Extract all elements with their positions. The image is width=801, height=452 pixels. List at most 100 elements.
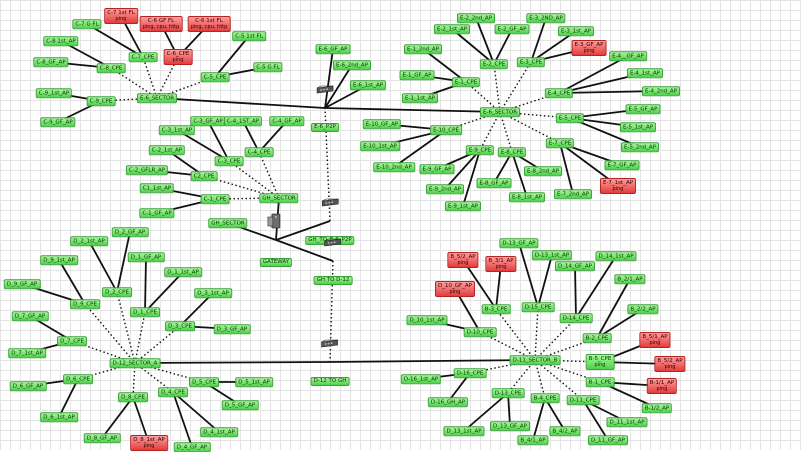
map-node-e52nd[interactable]: E-5_2nd_AP bbox=[620, 142, 660, 152]
map-node-b4cpe[interactable]: B-4_CPE bbox=[530, 393, 560, 403]
map-node-c9cpe[interactable]: C-9_CPE bbox=[86, 96, 116, 106]
map-node-e92nd[interactable]: E-9_2nd_AP bbox=[425, 184, 465, 194]
map-node-e41st[interactable]: E-4_1st_AP bbox=[626, 68, 664, 78]
map-node-d5cpe[interactable]: D_5_CPE bbox=[189, 377, 219, 387]
map-node-e1cpe[interactable]: E-1_CPE bbox=[451, 77, 481, 87]
map-node-b1cpe[interactable]: B-1_CPE bbox=[585, 377, 615, 387]
map-node-d2cpe[interactable]: D_2_CPE bbox=[102, 287, 132, 297]
map-node-d2gf[interactable]: D_2_GF_AP bbox=[111, 227, 149, 237]
map-node-c91ap[interactable]: C-9_1st_AP bbox=[35, 88, 73, 98]
map-node-d31st[interactable]: D_3_1st_AP bbox=[194, 288, 232, 298]
map-node-d9gf[interactable]: D_9_GF_AP bbox=[3, 279, 41, 289]
map-node-e62ndap[interactable]: E-6_2nd_AP bbox=[332, 60, 372, 70]
map-node-e61stap[interactable]: E-6_1st_AP bbox=[349, 80, 387, 90]
map-node-d16cpe[interactable]: D-16_CPE bbox=[453, 368, 487, 378]
map-node-e6sector2[interactable]: E-6_SECTOR bbox=[479, 107, 521, 117]
map-node-b2cpe[interactable]: B-2_CPE bbox=[582, 333, 612, 343]
map-device-ghtod12[interactable]: GH TO D-12 bbox=[313, 237, 353, 285]
map-node-d11sector[interactable]: D-11_SECTOR_B bbox=[509, 355, 561, 365]
map-node-c8gfap[interactable]: C-8_GF_AP bbox=[33, 57, 69, 67]
map-node-b41ap[interactable]: B_4/1_AP bbox=[517, 435, 549, 445]
map-node-d9cpe[interactable]: D_9_CPE bbox=[70, 299, 100, 309]
map-node-d41st[interactable]: D_4_1st_AP bbox=[200, 427, 238, 437]
map-device-gateway[interactable]: GATEWAY bbox=[259, 213, 293, 267]
map-node-b12ap[interactable]: B-1/2_AP bbox=[641, 403, 673, 413]
map-node-e22nd[interactable]: E-2_2nd_AP bbox=[456, 13, 496, 23]
map-node-d6cpe[interactable]: D_6_CPE bbox=[63, 374, 93, 384]
map-node-c5gfl[interactable]: C-5 G FL bbox=[253, 62, 283, 72]
map-node-d14gf[interactable]: D_14_GF_AP bbox=[555, 261, 595, 271]
map-node-c21ap[interactable]: C-2_1st_AP bbox=[148, 145, 186, 155]
map-node-d14cpe[interactable]: D-14_CPE bbox=[559, 313, 593, 323]
map-node-b3cpe[interactable]: B-3_CPE bbox=[481, 304, 511, 314]
map-node-e31st[interactable]: E-3_1st_AP bbox=[557, 26, 595, 36]
map-node-e51st[interactable]: E-5_1st_AP bbox=[619, 122, 657, 132]
map-node-e101st[interactable]: E-10_1st_AP bbox=[360, 141, 400, 151]
map-node-e1gf[interactable]: E-1_GF_AP bbox=[399, 70, 435, 80]
map-node-d13cpe[interactable]: D-13_CPE bbox=[491, 388, 525, 398]
map-node-c41st[interactable]: C-4_1ST_AP bbox=[223, 116, 263, 126]
map-node-b22ap[interactable]: B_2/2_AP bbox=[627, 304, 659, 314]
map-node-e6gfap[interactable]: E-6_GF_AP bbox=[315, 44, 351, 54]
map-node-c3cpe[interactable]: C-3_CPE bbox=[214, 156, 244, 166]
map-node-c11ap[interactable]: C1_1st_AP bbox=[139, 183, 175, 193]
map-node-e3cpe[interactable]: E-3_CPE bbox=[516, 57, 546, 67]
map-node-e32nd[interactable]: E-3_2ND_AP bbox=[526, 13, 566, 23]
map-node-ghsector2[interactable]: GH_SECTOR bbox=[208, 218, 248, 228]
map-node-d111st[interactable]: D_11_1st_AP bbox=[606, 417, 648, 427]
map-node-d131stb[interactable]: D_13_1st_AP bbox=[443, 426, 485, 436]
map-node-d15cpe[interactable]: D-15_CPE bbox=[521, 302, 555, 312]
map-node-c8cpe[interactable]: C-8_CPE bbox=[96, 63, 126, 73]
map-node-c4gfap[interactable]: C-4_GF_AP bbox=[269, 116, 305, 126]
map-node-d1gf[interactable]: D_1_GF_AP bbox=[127, 252, 165, 262]
map-node-c7gfl[interactable]: C-7 G FL bbox=[72, 19, 102, 29]
map-node-c4cpe[interactable]: C-4_CPE bbox=[244, 147, 274, 157]
map-node-c7cpe[interactable]: C-7_CPE bbox=[128, 52, 158, 62]
map-node-e9cpe[interactable]: E-9_CPE bbox=[465, 145, 495, 155]
map-node-e12nd[interactable]: E-1_2nd_AP bbox=[403, 44, 443, 54]
map-node-e5gf[interactable]: E-5_GF_AP bbox=[625, 104, 661, 114]
map-node-ghsector[interactable]: GH_SECTOR bbox=[259, 193, 299, 203]
map-node-d8cpe[interactable]: D_8_CPE bbox=[118, 392, 148, 402]
map-node-d11gf[interactable]: D_11_GF_AP bbox=[588, 435, 628, 445]
map-node-e5cpe[interactable]: E-5_CPE bbox=[555, 113, 585, 123]
map-node-e10cpe[interactable]: E-10_CPE bbox=[430, 125, 462, 135]
map-node-d7cpe[interactable]: D_7_CPE bbox=[57, 336, 87, 346]
map-node-e102nd[interactable]: E-10_2nd_AP bbox=[373, 162, 415, 172]
map-node-d1cpe[interactable]: D_1_CPE bbox=[130, 307, 160, 317]
map-device-e6ptp[interactable]: E-6_P2P bbox=[311, 84, 339, 132]
map-node-e10gf[interactable]: E-10_GF_AP bbox=[362, 119, 402, 129]
map-node-d4cpe[interactable]: D_4_CPE bbox=[158, 387, 188, 397]
map-node-d51st[interactable]: D_5_1st_AP bbox=[235, 377, 273, 387]
map-node-d10cpe[interactable]: D-10_CPE bbox=[463, 327, 497, 337]
map-node-c31ap[interactable]: C-3_1st_AP bbox=[158, 125, 196, 135]
map-node-e2cpe[interactable]: E-2_CPE bbox=[479, 59, 509, 69]
map-node-c51fl[interactable]: C-5 1st FL bbox=[232, 31, 266, 41]
map-node-e11st[interactable]: E-1_1st_AP bbox=[401, 93, 439, 103]
map-node-d101st[interactable]: D_10_1st_AP bbox=[406, 315, 448, 325]
map-node-d8gf[interactable]: D_8_GF_AP bbox=[83, 433, 121, 443]
map-node-d5gf[interactable]: D_5_GF_AP bbox=[221, 400, 259, 410]
map-node-e21st[interactable]: E-2_1st_AP bbox=[433, 24, 471, 34]
map-node-c1cpe[interactable]: C-1_CPE bbox=[200, 194, 230, 204]
map-node-d16gh[interactable]: D-16_GH_AP bbox=[427, 397, 469, 407]
map-node-d131st[interactable]: D-13_1st_AP bbox=[531, 250, 573, 260]
map-node-e8gf[interactable]: E-8_GF_AP bbox=[476, 178, 512, 188]
map-node-c1gfap[interactable]: C-1_GF_AP bbox=[139, 208, 175, 218]
map-node-e7cpe[interactable]: E-7_CPE bbox=[545, 138, 575, 148]
map-node-e91st[interactable]: E-9_1st_AP bbox=[444, 201, 482, 211]
map-node-d11cpe[interactable]: D-11_CPE bbox=[566, 395, 600, 405]
map-node-c2cpe[interactable]: C2_CPE bbox=[190, 171, 218, 181]
map-device-d12togh[interactable]: D-12 TO GH bbox=[310, 338, 350, 386]
map-node-e72nd[interactable]: E-7_2nd_AP bbox=[553, 189, 593, 199]
map-node-d22nd[interactable]: D_2_1st_AP bbox=[70, 236, 108, 246]
